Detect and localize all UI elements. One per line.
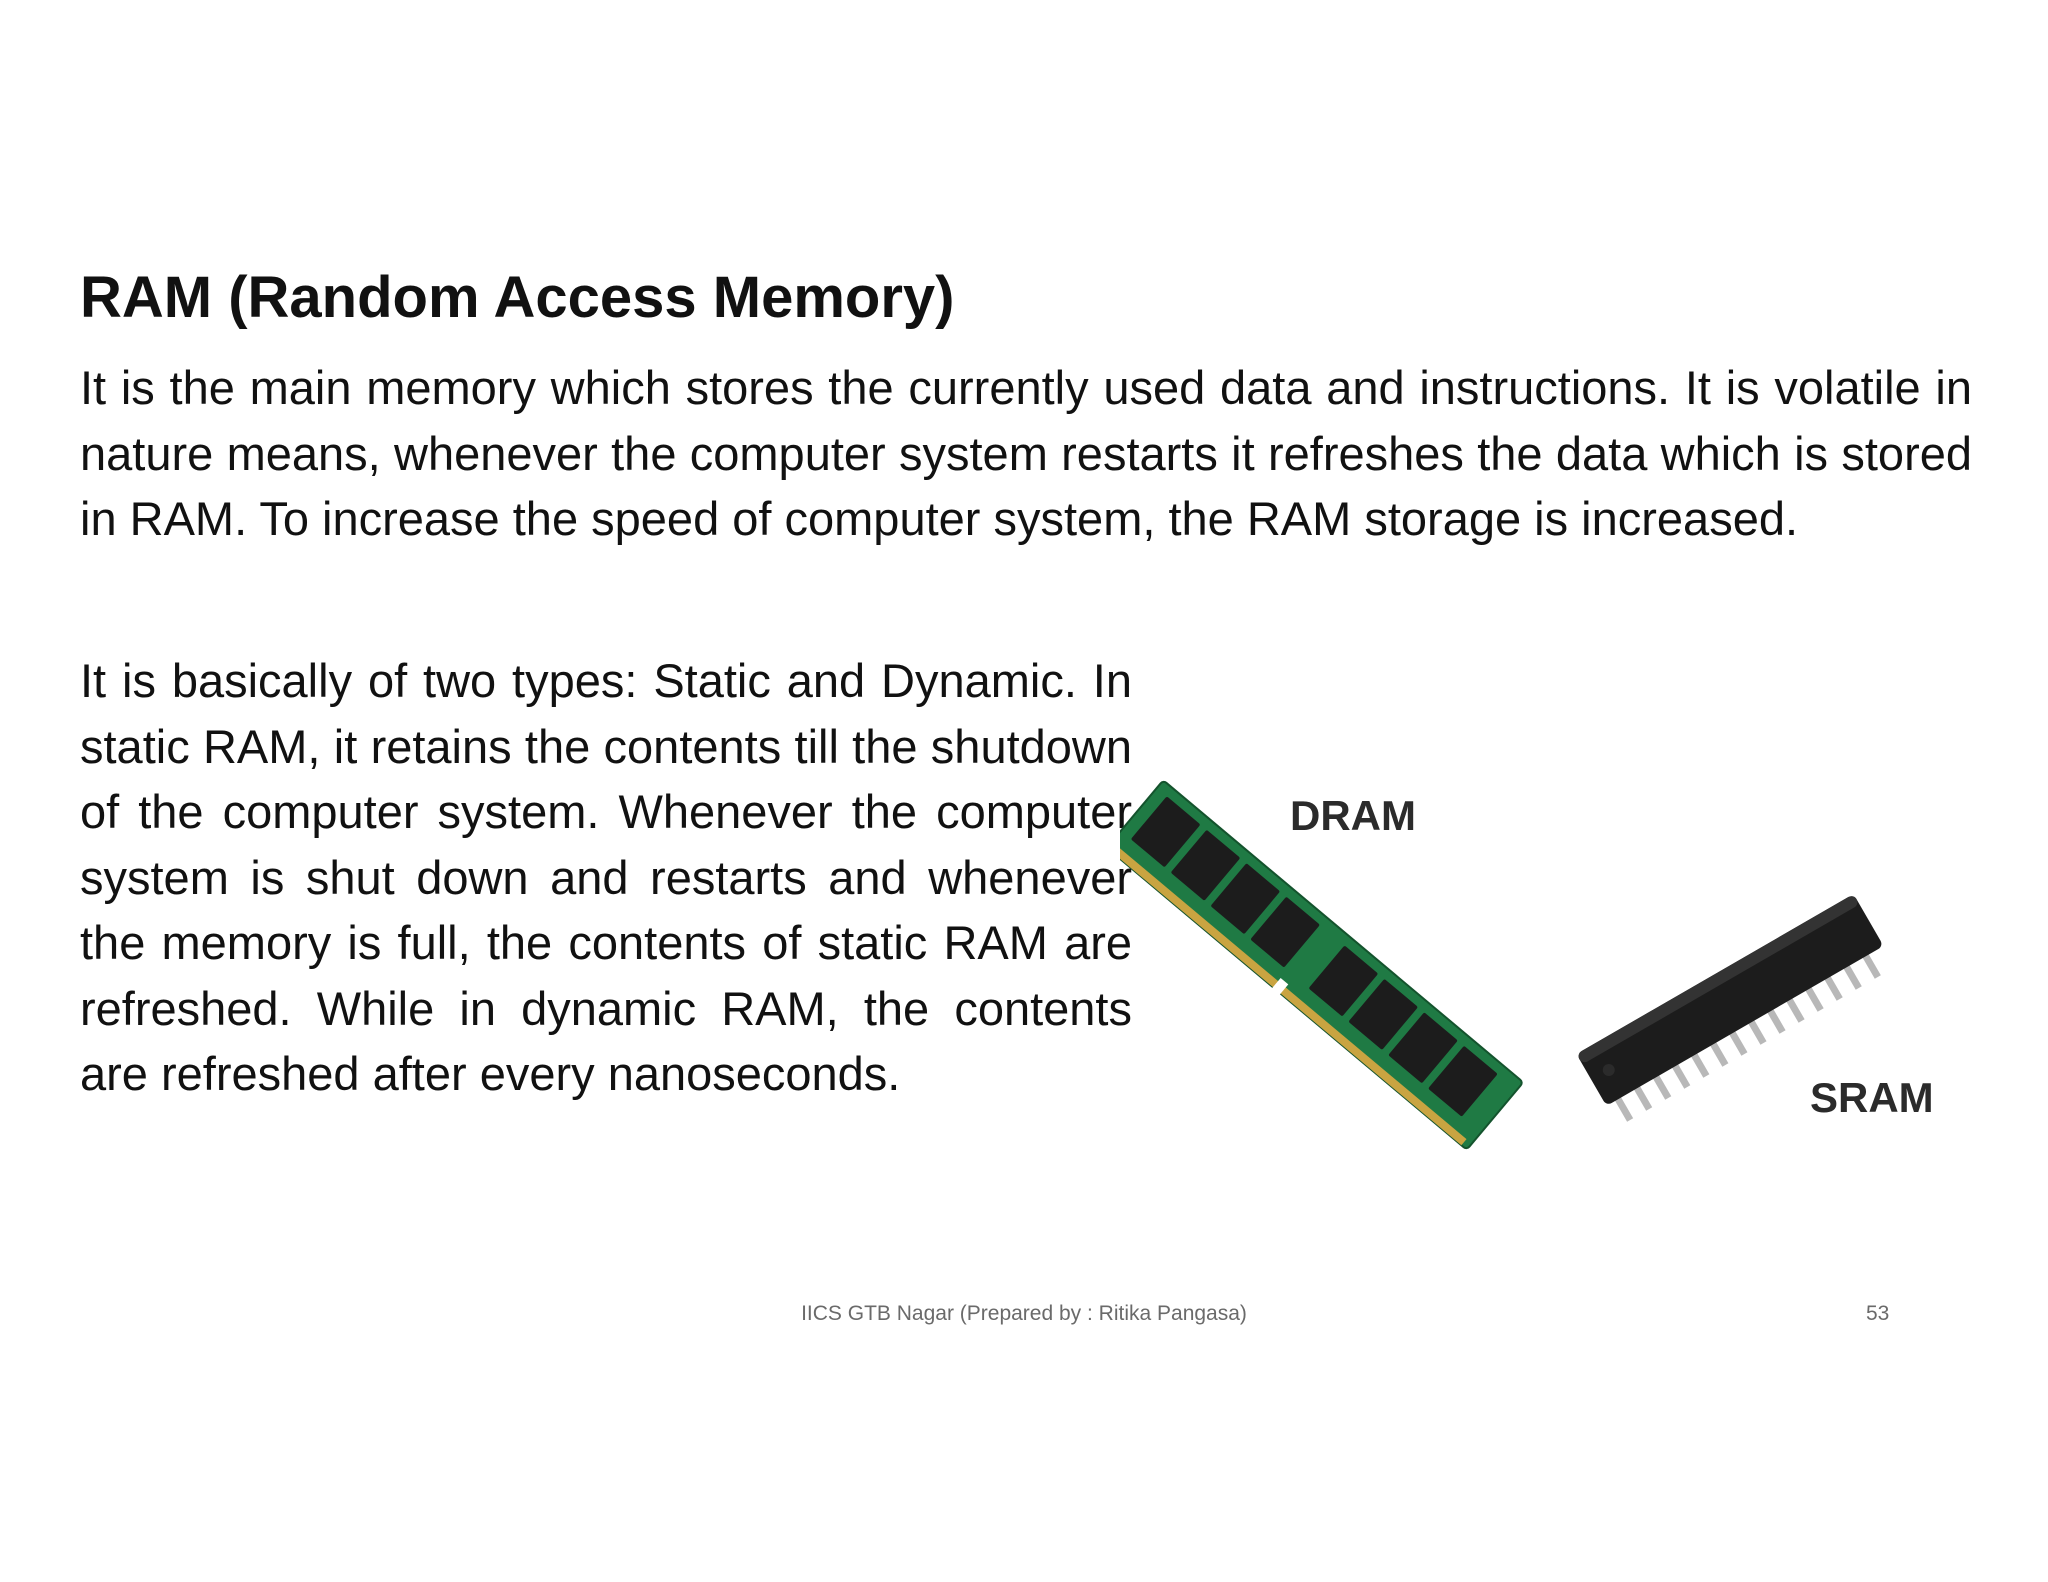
slide-title: RAM (Random Access Memory) (80, 265, 955, 330)
body-paragraph-ram-types: It is basically of two types: Static and… (80, 654, 1132, 1100)
body-paragraph-ram-definition: It is the main memory which stores the c… (80, 361, 1972, 545)
ram-illustration: DRAM (1120, 760, 2048, 1160)
dram-label: DRAM (1290, 792, 1416, 839)
footer-credit: IICS GTB Nagar (Prepared by : Ritika Pan… (801, 1302, 1247, 1325)
sram-chip-image: SRAM (1578, 896, 1934, 1122)
sram-label: SRAM (1810, 1074, 1934, 1121)
ram-illustration-svg: DRAM (1120, 780, 1934, 1150)
page-number: 53 (1866, 1302, 1890, 1325)
dram-module-image: DRAM (1120, 780, 1523, 1150)
